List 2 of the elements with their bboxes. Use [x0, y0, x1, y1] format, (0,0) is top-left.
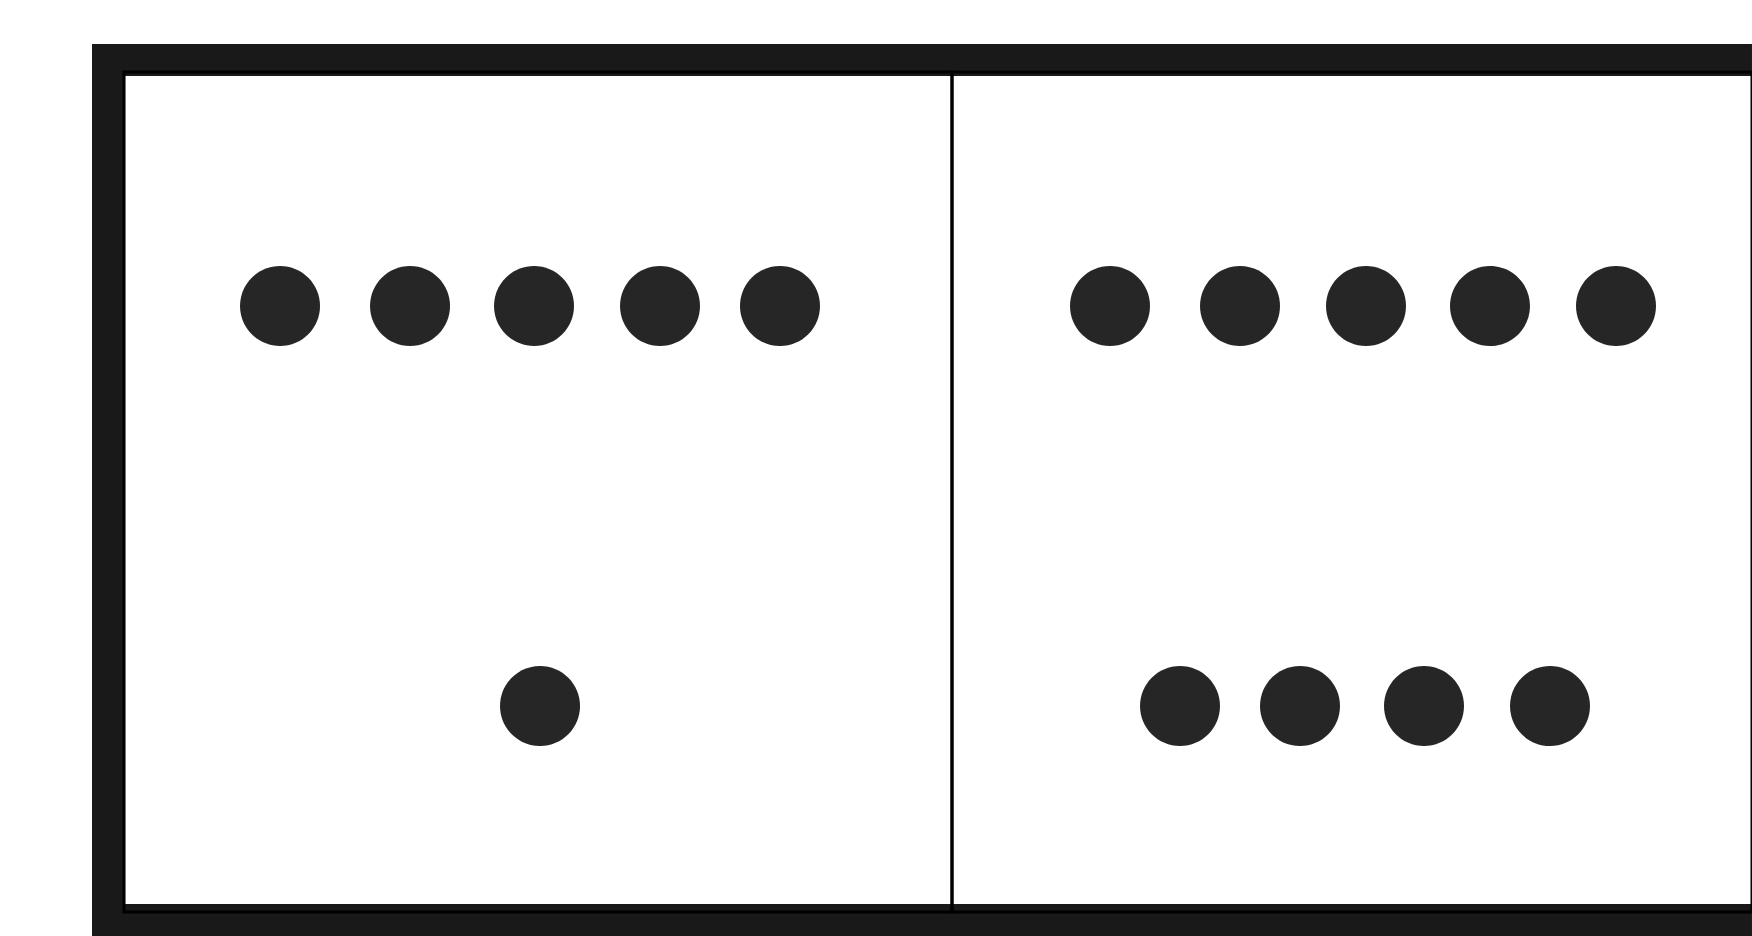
panel [122, 70, 954, 914]
panel [950, 70, 1752, 914]
